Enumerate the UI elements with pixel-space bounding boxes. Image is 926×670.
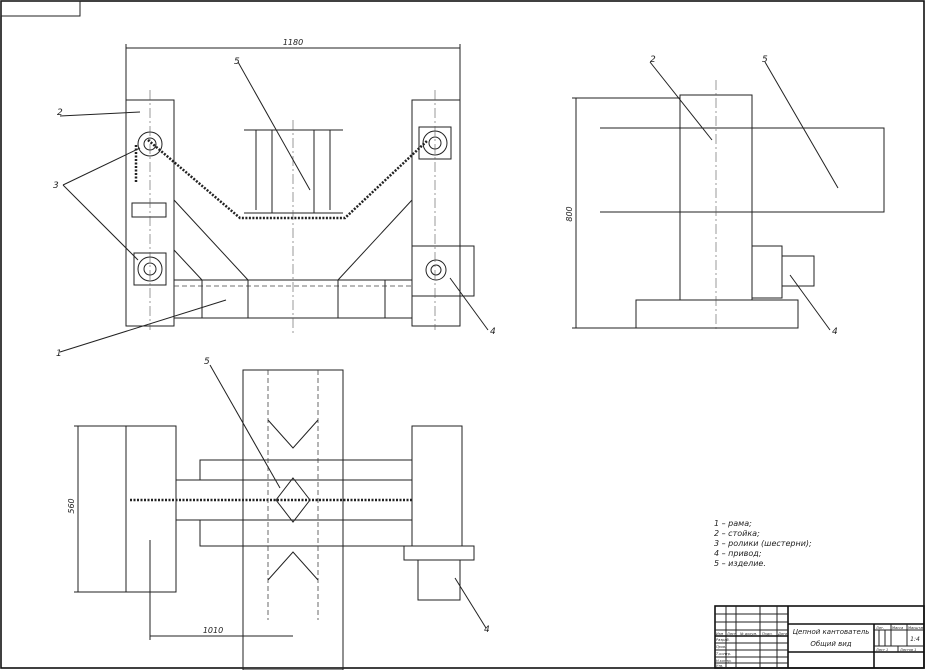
callout-4-side: 4 (832, 327, 838, 337)
nameplate (131, 202, 167, 218)
drive-side (751, 245, 783, 299)
row-label: Т.контр. (716, 652, 731, 656)
dim-height: 800 (565, 206, 574, 221)
top-view (74, 364, 487, 670)
right-stand-top (411, 425, 463, 547)
drive-unit (411, 245, 475, 297)
dim-depth: 560 (67, 498, 76, 513)
front-view (59, 44, 489, 353)
legend-item: 1 – рама; (714, 519, 752, 528)
legend-item: 2 – стойка; (714, 529, 760, 538)
base-side (635, 299, 799, 329)
legend-item: 4 – привод; (714, 549, 762, 558)
chain (147, 139, 429, 220)
callout-2-side: 2 (650, 55, 656, 65)
legend-item: 3 – ролики (шестерни); (714, 539, 812, 548)
scale-label: Масштаб (908, 626, 925, 630)
callout-4-top: 4 (484, 625, 490, 635)
title-block: Изм Лист № докум. Подп. Дата Разраб. Про… (714, 605, 925, 669)
row-label: Пров. (716, 645, 726, 649)
product-side (600, 127, 885, 213)
dim-spacing: 1010 (203, 626, 223, 635)
drawing-title: Цепной кантователь (793, 628, 870, 636)
callout-4: 4 (490, 327, 496, 337)
right-stand (411, 99, 461, 327)
scale-value: 1:4 (910, 636, 920, 643)
legend-item: 5 – изделие. (714, 559, 766, 568)
left-stand-top (125, 425, 177, 593)
col-header: Лист (726, 632, 737, 636)
sheet-label: Лист 1 (875, 648, 888, 652)
callout-5-side: 5 (762, 55, 768, 65)
callout-1: 1 (56, 349, 62, 359)
row-label: Разраб. (716, 638, 730, 642)
sheets-label: Листов 1 (899, 648, 916, 652)
lit-label: Лит. (875, 626, 884, 630)
drive-top (403, 545, 475, 561)
row-label: Утв. (716, 664, 723, 668)
col-header: Изм (716, 632, 723, 636)
dim-width: 1180 (283, 38, 303, 47)
col-header: Подп. (762, 632, 773, 636)
col-header: Дата (777, 632, 787, 636)
product-top (242, 369, 344, 670)
side-view (572, 61, 885, 331)
callout-2: 2 (57, 108, 63, 118)
mass-label: Масса (892, 626, 903, 630)
row-label: Н.контр. (716, 659, 732, 663)
callout-3: 3 (53, 181, 59, 191)
drawing-subtitle: Общий вид (810, 640, 851, 648)
col-header: № докум. (739, 632, 757, 636)
callout-5: 5 (234, 57, 240, 67)
callout-5-top: 5 (204, 357, 210, 367)
corner-stamp (0, 0, 81, 17)
product-beam (244, 129, 343, 214)
legend: 1 – рама; 2 – стойка; 3 – ролики (шестер… (714, 519, 812, 568)
